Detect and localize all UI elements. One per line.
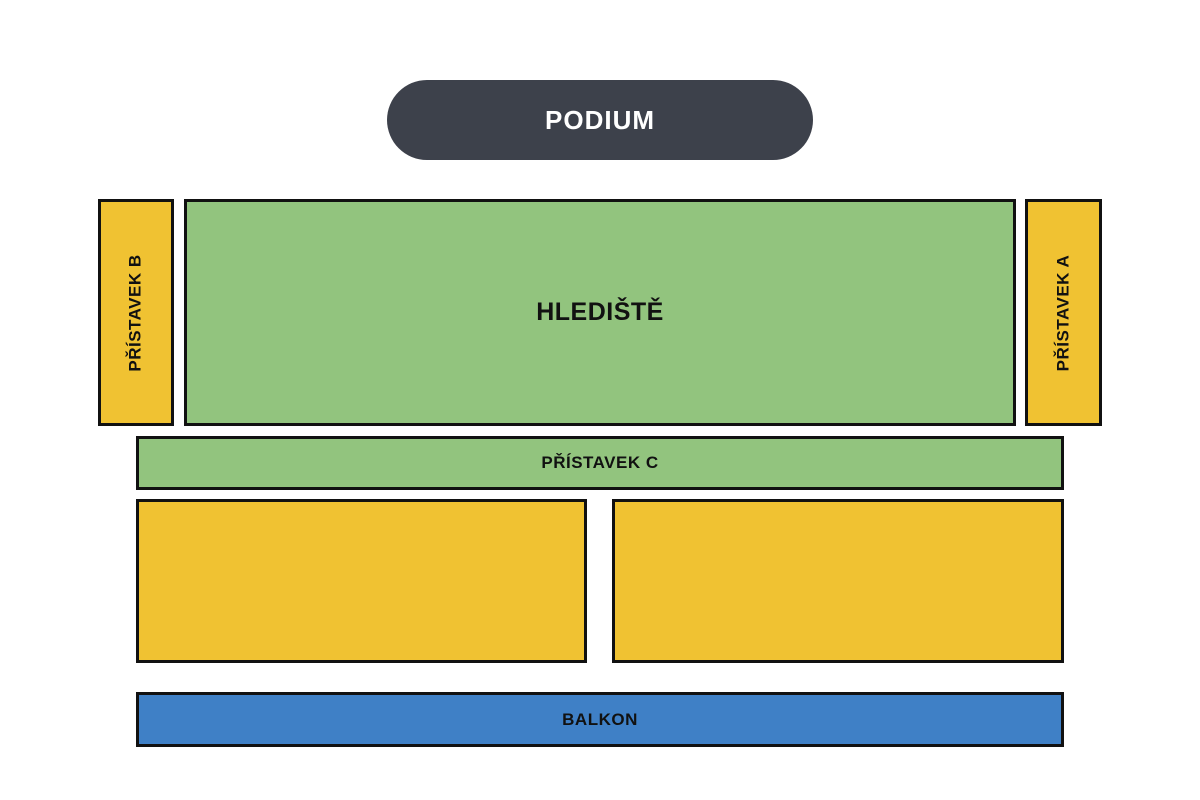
balkon-label: BALKON	[562, 709, 638, 729]
seating-block-right[interactable]	[612, 499, 1064, 663]
pristavek-c-zone[interactable]: PŘÍSTAVEK C	[136, 436, 1064, 490]
hlediste-zone[interactable]: HLEDIŠTĚ	[184, 199, 1016, 426]
pristavek-c-label: PŘÍSTAVEK C	[541, 453, 659, 472]
hlediste-label: HLEDIŠTĚ	[536, 298, 664, 326]
pristavek-a-zone[interactable]: PŘÍSTAVEK A	[1025, 199, 1102, 426]
podium-label: PODIUM	[545, 104, 655, 135]
pristavek-b-label: PŘÍSTAVEK B	[126, 253, 145, 372]
pristavek-b-zone[interactable]: PŘÍSTAVEK B	[98, 199, 174, 426]
balkon-zone[interactable]: BALKON	[136, 692, 1064, 747]
podium-zone[interactable]: PODIUM	[387, 80, 813, 160]
pristavek-a-label: PŘÍSTAVEK A	[1053, 254, 1073, 371]
seating-block-left[interactable]	[136, 499, 587, 663]
